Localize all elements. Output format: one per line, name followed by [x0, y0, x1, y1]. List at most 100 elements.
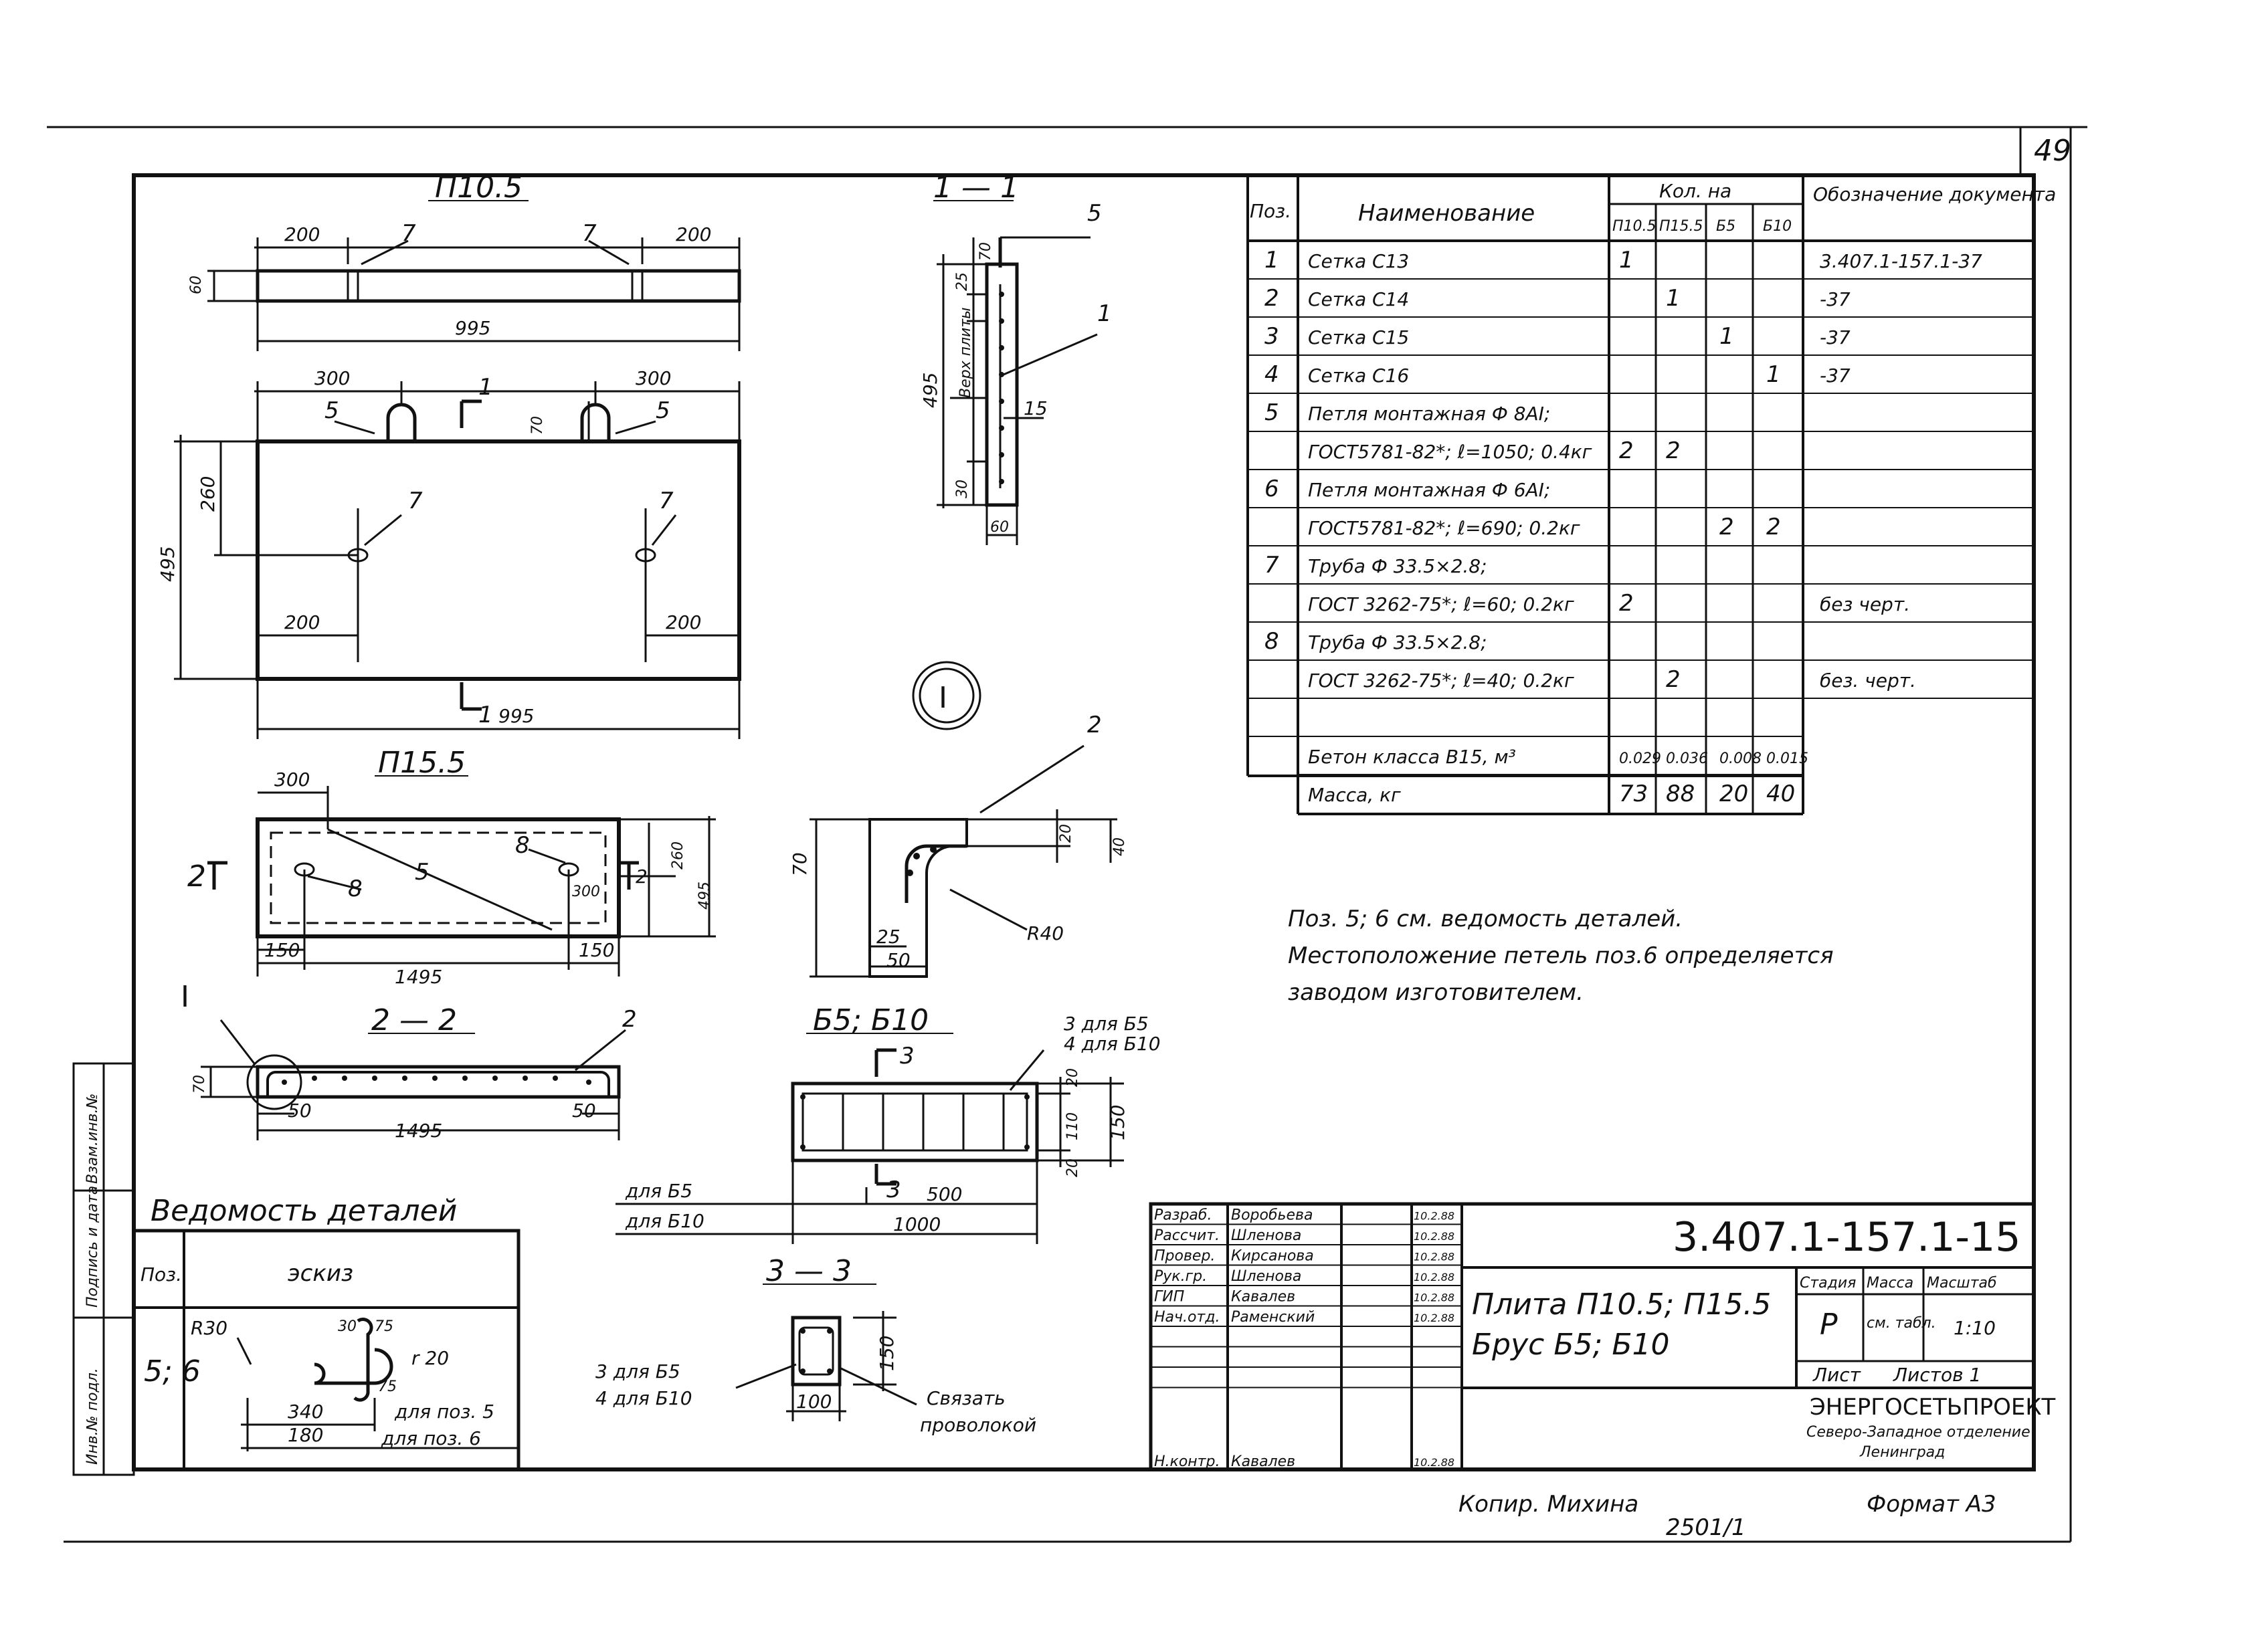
- pos-mark-1a: 1: [1097, 300, 1112, 327]
- spec-col-p105: П10.5: [1612, 218, 1657, 235]
- pos-mark-5a: 5: [324, 397, 339, 424]
- sec-mark-2b: 2: [636, 865, 648, 888]
- dim-15-a: 15: [1024, 397, 1048, 419]
- pos-mark-2a: 2: [1087, 712, 1102, 738]
- signature-date: 10.2.88: [1414, 1251, 1454, 1263]
- spec-row-pos: 1: [1264, 247, 1279, 274]
- note-line-2: Местоположение петель поз.6 определяется: [1288, 942, 1834, 969]
- spec-row-pos: 5: [1264, 399, 1279, 426]
- dim-50-b: 50: [288, 1100, 312, 1122]
- view-title-1-1: 1 — 1: [933, 171, 1019, 205]
- dim-20-b: 20: [1064, 1068, 1081, 1087]
- spec-row-qty: 0.036: [1666, 750, 1708, 767]
- details-r30: R30: [191, 1317, 227, 1339]
- product-line-1: Плита П10.5; П15.5: [1472, 1288, 1771, 1322]
- spec-row-doc: без. черт.: [1820, 670, 1916, 692]
- label-tie-wire-2: проволокой: [920, 1414, 1036, 1436]
- dim-1495-b: 1495: [395, 1120, 442, 1142]
- spec-row-name: Сетка С15: [1308, 326, 1409, 348]
- details-d75-b: 75: [378, 1378, 397, 1395]
- details-for-pos6: для поз. 6: [381, 1427, 481, 1449]
- spec-row-doc: -37: [1820, 365, 1851, 387]
- org-branch: Северо-Западное отделение: [1806, 1424, 2030, 1441]
- dim-70-c: 70: [789, 852, 811, 876]
- details-for-pos5: для поз. 5: [394, 1401, 494, 1423]
- pos-mark-8a: 8: [348, 876, 363, 902]
- dim-70-b: 70: [977, 242, 994, 261]
- signature-name: Кавалев: [1231, 1289, 1295, 1306]
- spec-row-name: Сетка С16: [1308, 365, 1409, 387]
- label-for-b5: для Б5: [625, 1180, 692, 1202]
- spec-row-doc: без черт.: [1820, 593, 1910, 615]
- top-of-slab: Верх плиты: [957, 307, 974, 398]
- dim-70-a: 70: [529, 416, 546, 435]
- signature-role: Нач.отд.: [1154, 1309, 1220, 1326]
- dim-300-b: 300: [636, 367, 671, 389]
- signature-name: Шленова: [1231, 1227, 1301, 1244]
- details-r20: r 20: [411, 1347, 449, 1369]
- signature-name: Раменский: [1231, 1309, 1315, 1326]
- product-line-2: Брус Б5; Б10: [1472, 1328, 1670, 1362]
- spec-row-qty: 2: [1619, 590, 1634, 617]
- spec-row-pos: 7: [1264, 552, 1279, 579]
- dim-260-b: 260: [670, 841, 686, 869]
- scale-value: 1:10: [1954, 1317, 1996, 1339]
- dim-50-c: 50: [572, 1100, 596, 1122]
- spec-row-name: Бетон класса В15, м³: [1308, 746, 1516, 768]
- dim-495-b: 495: [919, 373, 941, 408]
- pos-mark-5b: 5: [656, 397, 670, 424]
- dim-150-a: 150: [264, 939, 300, 961]
- sheets-label: Листов 1: [1893, 1364, 1981, 1386]
- dim-200-b: 200: [676, 223, 711, 245]
- spec-row-pos: 3: [1264, 323, 1279, 350]
- note-line-1: Поз. 5; 6 см. ведомость деталей.: [1288, 906, 1683, 932]
- details-d75-a: 75: [375, 1318, 393, 1335]
- org-name: ЭНЕРГОСЕТЬПРОЕКТ: [1810, 1394, 2056, 1421]
- pos-mark-7b: 7: [582, 220, 597, 247]
- dim-20-c: 20: [1064, 1158, 1081, 1177]
- dim-150-d: 150: [876, 1336, 898, 1371]
- spec-row-name: Петля монтажная Ф 6AI;: [1308, 479, 1550, 501]
- spec-col-b5: Б5: [1716, 218, 1735, 235]
- view-title-b5-b10: Б5; Б10: [813, 1003, 929, 1037]
- spec-row-name: ГОСТ 3262-75*; ℓ=40; 0.2кг: [1308, 670, 1574, 692]
- spec-row-name: Масса, кг: [1308, 784, 1401, 806]
- spec-row-qty: 0.008: [1719, 750, 1762, 767]
- detail-mark-I-b: I: [181, 980, 189, 1014]
- spec-row-qty: 88: [1666, 781, 1695, 807]
- signature-name: Кирсанова: [1231, 1248, 1314, 1265]
- signature-name: Кавалев: [1231, 1453, 1295, 1470]
- dim-500: 500: [927, 1183, 962, 1205]
- spec-row-name: ГОСТ5781-82*; ℓ=1050; 0.4кг: [1308, 441, 1592, 463]
- stamp-vzam-inv: Взам.инв.№: [84, 1094, 101, 1184]
- signature-date: 10.2.88: [1414, 1230, 1454, 1243]
- format-label: Формат А3: [1867, 1491, 1996, 1518]
- dim-100: 100: [796, 1391, 832, 1413]
- spec-row-pos: 2: [1264, 285, 1279, 312]
- signature-date: 10.2.88: [1414, 1456, 1454, 1469]
- pos-mark-8b: 8: [515, 832, 530, 859]
- spec-row-name: Труба Ф 33.5×2.8;: [1308, 631, 1487, 653]
- pos-mark-7d: 7: [659, 488, 674, 514]
- spec-row-qty: 1: [1766, 361, 1781, 388]
- signature-role: Рук.гр.: [1154, 1268, 1207, 1285]
- details-pos: 5; 6: [144, 1354, 201, 1389]
- doc-code: 3.407.1-157.1-15: [1673, 1214, 2020, 1261]
- spec-row-qty: 2: [1766, 514, 1781, 540]
- spec-row-name: ГОСТ 3262-75*; ℓ=60; 0.2кг: [1308, 593, 1574, 615]
- radius-40: R40: [1027, 922, 1064, 944]
- spec-header-name: Наименование: [1358, 200, 1535, 227]
- stamp-podpis-data: Подпись и дата: [84, 1186, 101, 1308]
- spec-row-doc: 3.407.1-157.1-37: [1820, 250, 1982, 272]
- dim-20-a: 20: [1058, 824, 1074, 843]
- details-d340: 340: [288, 1401, 323, 1423]
- spec-row-qty: 2: [1666, 437, 1681, 464]
- spec-row-qty: 0.015: [1766, 750, 1808, 767]
- spec-row-doc: -37: [1820, 288, 1851, 310]
- spec-col-b10: Б10: [1763, 218, 1792, 235]
- label-for-b10: для Б10: [625, 1210, 704, 1232]
- stamp-inv-podl: Инв.№ подл.: [84, 1368, 101, 1465]
- dim-495-c: 495: [696, 882, 713, 910]
- spec-row-qty: 40: [1766, 781, 1795, 807]
